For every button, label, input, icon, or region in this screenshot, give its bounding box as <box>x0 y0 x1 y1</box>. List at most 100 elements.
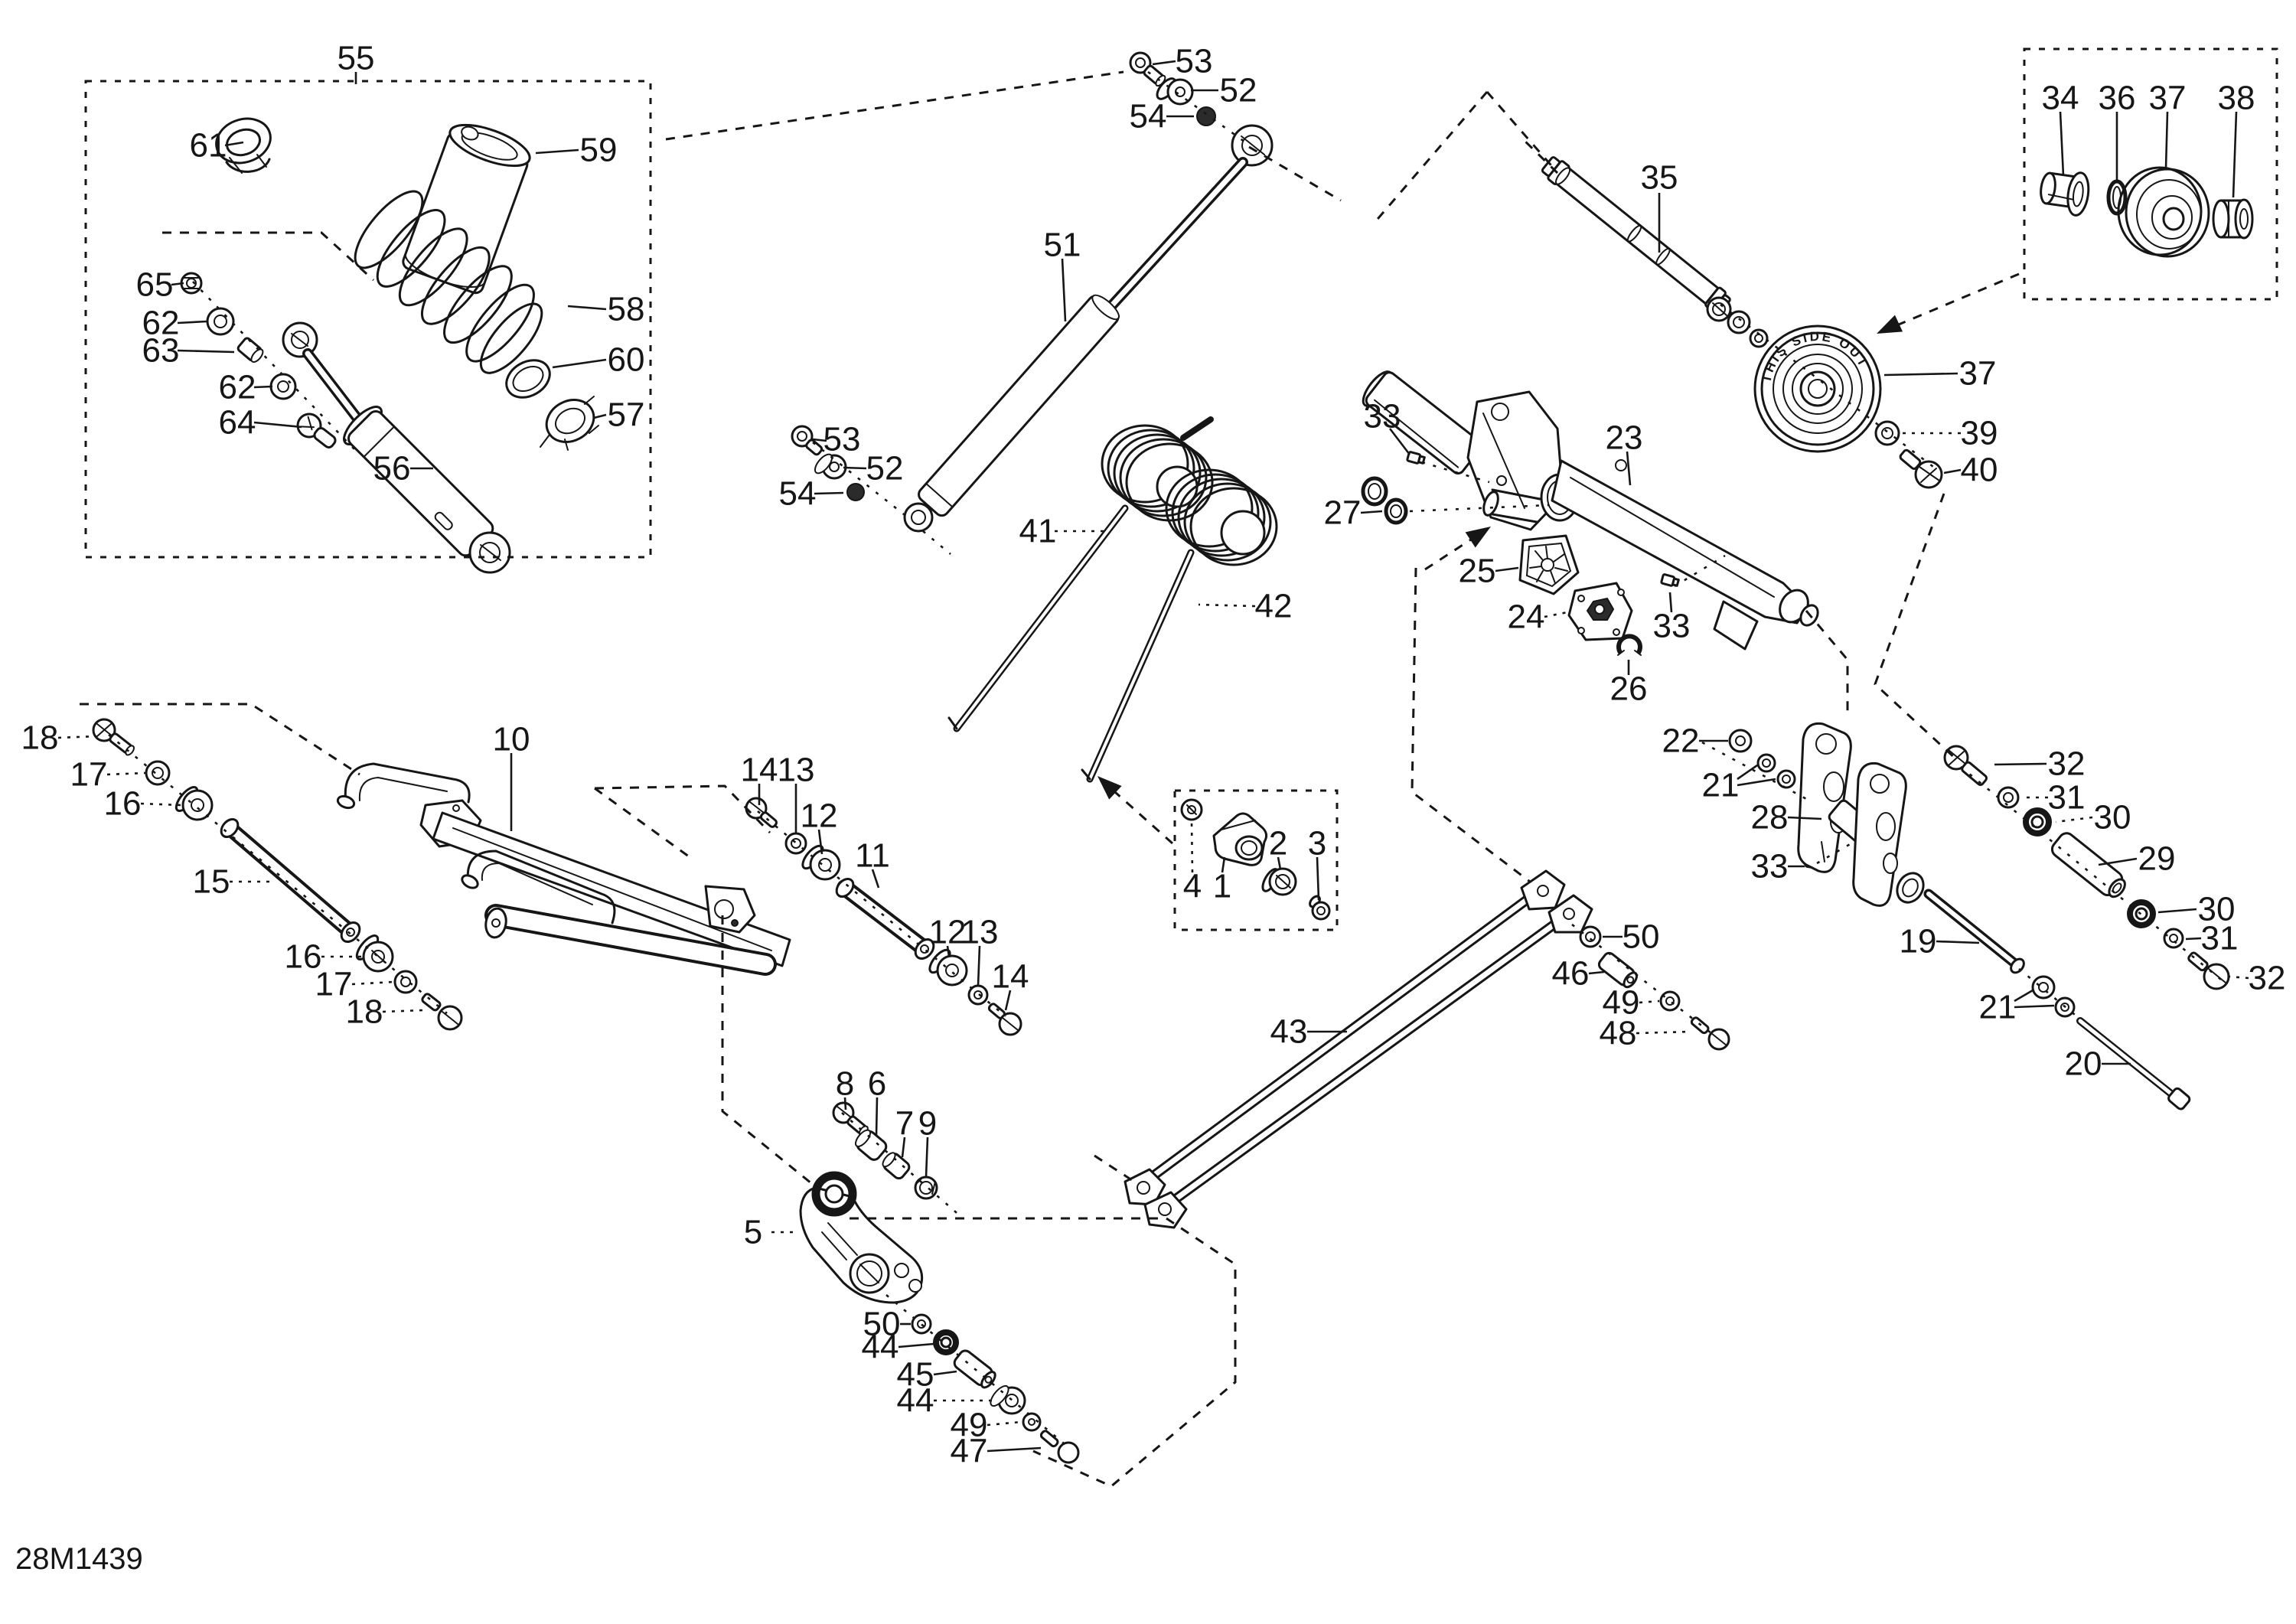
callout-number: 65 <box>136 266 174 304</box>
callout-27: 27 <box>1324 494 1383 532</box>
callout-18: 18 <box>346 993 423 1031</box>
zone-line-0 <box>162 231 375 282</box>
callout-leader <box>987 1420 1022 1427</box>
callout-number: 60 <box>608 341 645 379</box>
callout-number: 62 <box>142 305 180 342</box>
idler-bolt-40 <box>1899 448 1943 489</box>
callout-12: 12 <box>929 914 966 957</box>
callout-leader <box>933 1370 957 1376</box>
callout-number: 16 <box>104 785 142 823</box>
callout-leader <box>106 771 146 776</box>
callout-11: 11 <box>855 837 890 889</box>
callout-leader <box>1388 428 1411 455</box>
callout-leader <box>987 1446 1042 1453</box>
front-arm-assembly <box>336 762 791 976</box>
clamp-screw-4 <box>1180 798 1203 821</box>
callout-leader <box>843 1097 847 1110</box>
zone-line-10 <box>1874 493 1958 761</box>
zone-line-8 <box>1883 272 2020 332</box>
callout-number: 23 <box>1606 419 1643 457</box>
callout-30: 30 <box>2157 891 2235 928</box>
front-arm-bolt-set-upper <box>92 718 214 821</box>
upper-shock-bolt-set <box>1129 51 1216 126</box>
callout-leader <box>2055 816 2093 823</box>
callout-number: 22 <box>1662 722 1700 760</box>
callout-leader <box>224 141 244 147</box>
callout-49: 49 <box>951 1407 1022 1444</box>
callout-leader <box>177 320 207 324</box>
detail-boxes-layer <box>84 47 2278 931</box>
callout-number: 32 <box>2249 960 2286 997</box>
callout-32: 32 <box>1994 745 2085 783</box>
callout-number: 59 <box>580 132 618 169</box>
callout-leader <box>817 829 823 855</box>
zone-line-1 <box>665 70 1124 141</box>
callout-number: 45 <box>897 1356 934 1394</box>
callout-number: 13 <box>961 914 999 951</box>
arm-oring-27 <box>1361 476 1408 525</box>
idler-nut-38 <box>2212 198 2254 240</box>
zone-line-13 <box>594 787 693 860</box>
spring-seat-ring <box>505 359 551 399</box>
callout-54: 54 <box>1130 98 1194 135</box>
zone-line-4 <box>1486 91 1557 171</box>
callout-leader <box>1787 816 1822 820</box>
callout-4: 4 <box>1183 821 1202 905</box>
callout-50: 50 <box>863 1306 911 1343</box>
callout-number: 50 <box>863 1306 901 1343</box>
callout-22: 22 <box>1662 722 1728 760</box>
callout-65: 65 <box>136 266 184 304</box>
shock-29-hardware <box>1943 745 2230 990</box>
set-screw-33-left <box>1406 451 1426 465</box>
clamp-screw-3 <box>1309 895 1331 921</box>
callout-59: 59 <box>535 132 618 169</box>
callout-23: 23 <box>1606 419 1643 486</box>
callout-number: 42 <box>1255 588 1293 625</box>
callout-number: 55 <box>338 40 375 77</box>
callout-number: 38 <box>2218 80 2255 117</box>
callout-44: 44 <box>897 1382 996 1420</box>
arm-plate-24 <box>1567 582 1633 641</box>
callout-number: 54 <box>1130 98 1167 135</box>
callout-leader <box>1495 566 1519 572</box>
callout-number: 31 <box>2201 920 2239 957</box>
idler-axle <box>1541 156 1731 315</box>
callout-number: 39 <box>1961 415 1998 452</box>
callout-number: 14 <box>992 958 1029 996</box>
rear-shock-detail-box <box>84 80 652 559</box>
callout-leader <box>2232 111 2238 198</box>
callout-leader <box>925 1136 929 1178</box>
rocker-links-28 <box>1797 722 1925 907</box>
callout-number: 49 <box>1603 984 1640 1022</box>
callout-52: 52 <box>843 450 903 488</box>
callout-40: 40 <box>1943 452 1998 489</box>
zone-line-16 <box>850 1217 1237 1488</box>
callout-31: 31 <box>2022 779 2085 817</box>
callout-number: 33 <box>1364 398 1401 435</box>
callout-58: 58 <box>567 291 644 328</box>
callout-leader <box>946 945 951 957</box>
callout-33: 33 <box>1653 592 1690 645</box>
callout-number: 52 <box>866 450 904 488</box>
callout-2: 2 <box>1269 825 1287 870</box>
callout-number: 41 <box>1019 513 1057 550</box>
callout-number: 6 <box>868 1065 886 1103</box>
callout-number: 17 <box>70 756 108 794</box>
callout-leader <box>2014 989 2033 1003</box>
spring-clamp-1 <box>1212 812 1268 866</box>
callout-6: 6 <box>868 1065 886 1136</box>
callout-leader <box>1737 778 1776 787</box>
callout-number: 18 <box>21 719 59 757</box>
callout-number: 56 <box>373 450 411 488</box>
assembly-axis-14 <box>1409 504 1550 513</box>
spring-clamp-detail-box <box>1173 789 1339 931</box>
callout-number: 21 <box>1702 767 1740 804</box>
callout-number: 43 <box>1270 1013 1308 1051</box>
assembly-axis-0 <box>192 281 356 451</box>
callout-45: 45 <box>897 1356 957 1394</box>
callout-leader <box>593 413 607 419</box>
callout-number: 44 <box>862 1329 899 1366</box>
assembly-axis-11 <box>885 1294 1065 1444</box>
callout-24: 24 <box>1508 598 1568 636</box>
